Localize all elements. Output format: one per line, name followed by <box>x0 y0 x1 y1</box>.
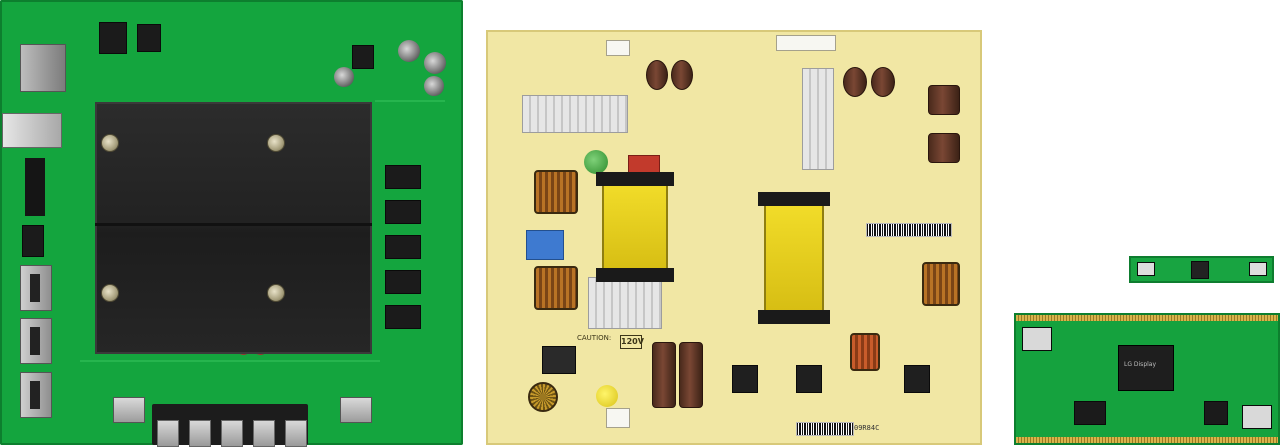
heatsink <box>588 277 662 329</box>
heatsink <box>95 102 372 354</box>
screw <box>101 284 119 302</box>
board-connector <box>776 35 836 51</box>
barcode-label <box>866 223 952 237</box>
capacitor <box>652 342 676 408</box>
capacitor <box>679 342 703 408</box>
ic-chip <box>385 165 421 189</box>
rca-jack <box>285 420 307 447</box>
ic-chip <box>22 225 44 257</box>
barcode-label <box>796 422 854 436</box>
bridge-rectifier <box>542 346 576 374</box>
heatsink <box>522 95 628 133</box>
hdmi-port <box>20 318 52 364</box>
pcb-trace <box>375 100 445 102</box>
capacitor <box>871 67 895 97</box>
inductor-coil <box>922 262 960 306</box>
inductor-coil <box>534 266 578 310</box>
rca-jack <box>253 420 275 447</box>
transformer <box>596 172 674 282</box>
board-connector <box>606 408 630 428</box>
rca-jack <box>221 420 243 447</box>
toroid-coil <box>528 382 558 412</box>
ic-chip <box>1074 401 1106 425</box>
ic-chip <box>385 270 421 294</box>
voltage-badge: 120V <box>620 335 644 349</box>
screw <box>267 134 285 152</box>
tcon-ic <box>1118 345 1174 391</box>
ic-chip <box>99 22 127 54</box>
ic-chip <box>1204 401 1228 425</box>
ir-sensor <box>1191 261 1209 279</box>
capacitor <box>424 76 444 96</box>
ic-chip <box>385 305 421 329</box>
heatsink <box>802 68 834 170</box>
ethernet-port <box>20 44 66 92</box>
inductor-coil <box>850 333 880 371</box>
capacitor <box>398 40 420 62</box>
screw <box>267 284 285 302</box>
capacitor <box>928 85 960 115</box>
ir-sensor-board <box>1129 256 1274 283</box>
rca-jack <box>157 420 179 447</box>
gold-edge-connector <box>1016 437 1278 443</box>
board-connector <box>1137 262 1155 276</box>
main-board <box>0 0 463 447</box>
power-transistor <box>904 365 930 393</box>
ic-chip <box>137 24 161 52</box>
gold-edge-connector <box>1016 315 1278 321</box>
usb-port <box>340 397 372 423</box>
capacitor <box>928 133 960 163</box>
ic-chip <box>352 45 374 69</box>
hdmi-port <box>20 265 52 311</box>
power-transistor <box>796 365 822 393</box>
capacitor <box>646 60 668 90</box>
screw <box>101 134 119 152</box>
av-jack <box>25 158 45 216</box>
capacitor <box>671 60 693 90</box>
x-capacitor <box>526 230 564 260</box>
pcb-trace <box>80 360 380 362</box>
capacitor <box>843 67 867 97</box>
rca-jack <box>189 420 211 447</box>
power-board: 09R84C <box>486 30 982 445</box>
varistor <box>596 385 618 407</box>
board-connector <box>1022 327 1052 351</box>
serial-text: 09R84C <box>854 424 880 432</box>
caution-label: CAUTION: <box>577 334 612 342</box>
hdmi-port <box>20 372 52 418</box>
board-connector <box>1242 405 1272 429</box>
capacitor <box>334 67 354 87</box>
tcon-board: LG Display <box>1014 313 1280 445</box>
power-transistor <box>732 365 758 393</box>
thermistor <box>584 150 608 174</box>
ic-chip <box>385 200 421 224</box>
capacitor <box>424 52 446 74</box>
board-connector <box>1249 262 1267 276</box>
ic-chip <box>385 235 421 259</box>
tcon-logo-text: LG Display <box>1124 361 1157 368</box>
board-connector <box>606 40 630 56</box>
usb-port <box>113 397 145 423</box>
inductor-coil <box>534 170 578 214</box>
tuner-connector <box>2 113 62 148</box>
transformer <box>758 192 830 324</box>
